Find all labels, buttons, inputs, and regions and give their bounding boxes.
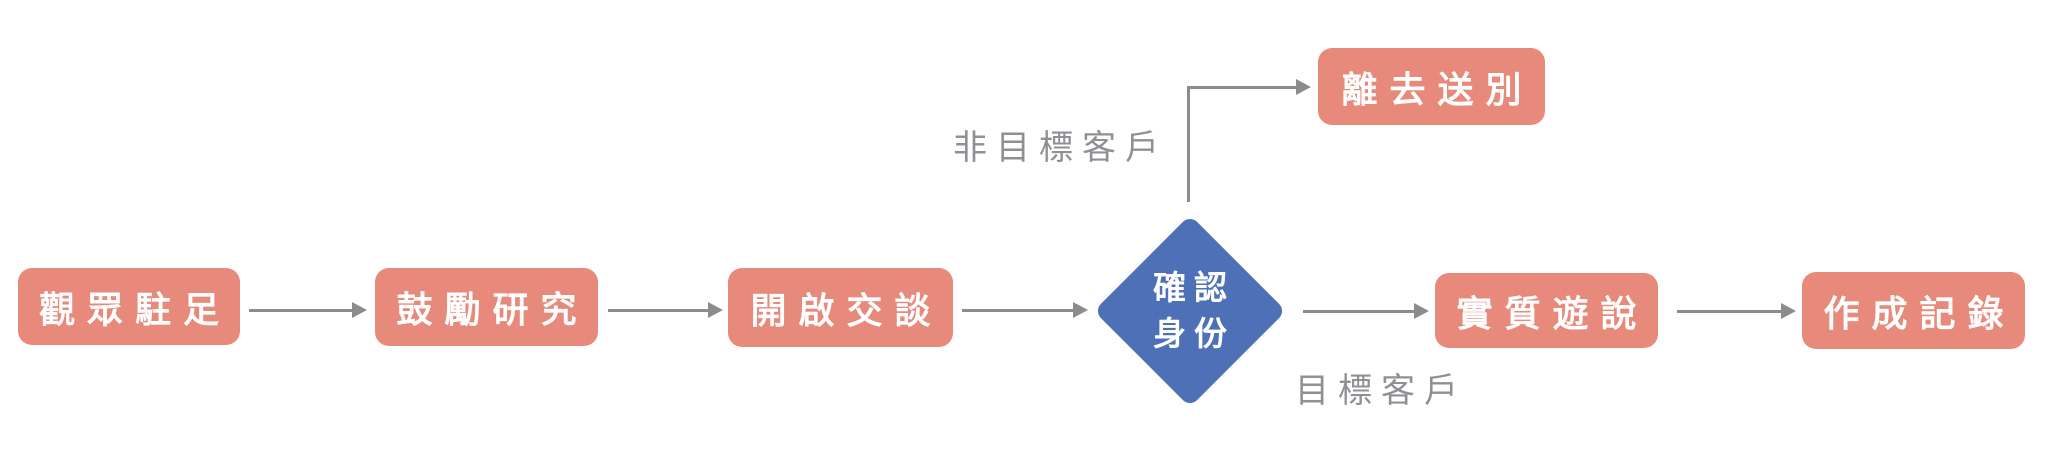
flow-node-encourage-research: 鼓勵研究 — [375, 268, 598, 346]
connector-3-line — [962, 309, 1073, 312]
node-label: 鼓勵研究 — [396, 289, 589, 330]
connector-4-line — [1303, 310, 1414, 313]
flow-node-substantive-pitch: 實質遊說 — [1435, 273, 1658, 348]
flow-node-audience-stops: 觀眾駐足 — [18, 268, 240, 345]
node-label: 實質遊說 — [1456, 292, 1649, 334]
connector-2-line — [608, 309, 708, 312]
decision-label-line1: 確認 — [1153, 269, 1235, 306]
edge-label-non-target-customer: 非目標客戶 — [953, 129, 1168, 167]
flow-node-open-conversation: 開啟交談 — [728, 268, 953, 347]
flow-node-farewell: 離去送別 — [1318, 48, 1545, 125]
connector-3-arrowhead-icon — [1073, 302, 1088, 318]
connector-1-arrowhead-icon — [352, 302, 367, 318]
connector-5-line — [1677, 310, 1781, 313]
node-label: 作成記錄 — [1823, 292, 2016, 334]
connector-4-arrowhead-icon — [1414, 303, 1429, 319]
connector-2-arrowhead-icon — [708, 302, 723, 318]
connector-1-line — [249, 309, 352, 312]
connector-6-horizontal-line — [1187, 86, 1296, 89]
connector-5-arrowhead-icon — [1781, 303, 1796, 319]
connector-6-vertical-line — [1187, 87, 1190, 202]
node-label: 離去送別 — [1341, 68, 1534, 110]
decision-label-line2: 身份 — [1153, 315, 1235, 352]
connector-6-arrowhead-icon — [1296, 79, 1311, 95]
edge-label-target-customer: 目標客戶 — [1295, 372, 1467, 410]
decision-label: 確認 身份 — [1100, 265, 1280, 357]
flow-node-make-record: 作成記錄 — [1802, 272, 2025, 349]
node-label: 觀眾駐足 — [38, 288, 231, 330]
node-label: 開啟交談 — [750, 289, 943, 331]
